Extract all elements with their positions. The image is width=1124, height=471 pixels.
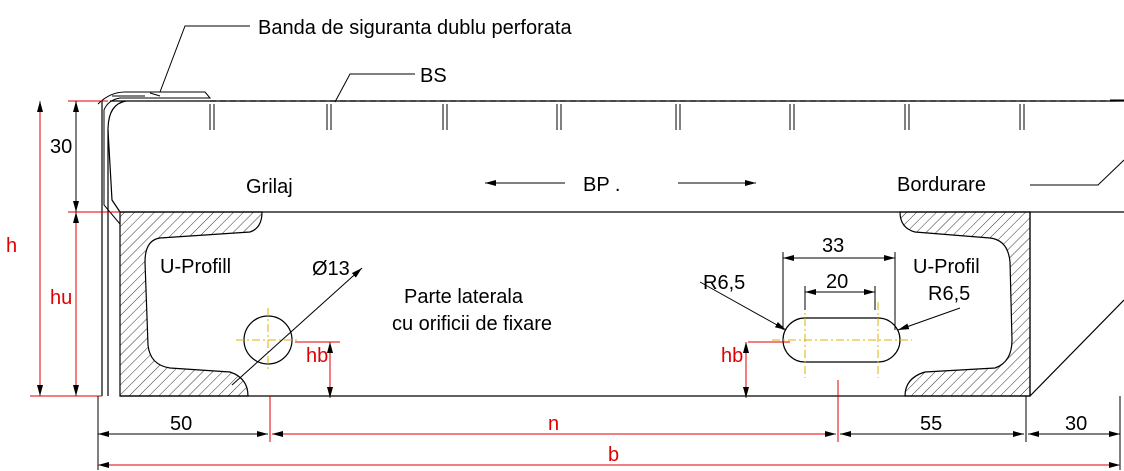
dim-30-top: 30 [50, 136, 72, 158]
dim-33: 33 [822, 235, 844, 257]
round-hole [231, 267, 363, 386]
label-banda: Banda de siguranta dublu perforata [258, 17, 572, 39]
u-profile-right [899, 211, 1031, 397]
safety-strip [97, 91, 212, 225]
label-bp: BP . [583, 174, 620, 196]
dim-horizontal-bottom [97, 380, 1121, 470]
grating-frame [101, 100, 1124, 397]
label-parte-laterala: Parte laterala [404, 286, 524, 308]
dim-hu: hu [50, 287, 72, 309]
label-uprofil-left: U-Profill [160, 256, 231, 278]
dim-hb-right: hb [721, 345, 743, 367]
dim-diam13: Ø13 [312, 258, 350, 280]
label-bordurare: Bordurare [897, 174, 986, 196]
dim-b: b [608, 444, 619, 466]
dim-20: 20 [826, 271, 848, 293]
u-profile-left [119, 211, 263, 397]
dim-h: h [6, 235, 17, 257]
dim-55: 55 [920, 413, 942, 435]
label-grilaj: Grilaj [246, 176, 293, 198]
dim-r65-right: R6,5 [928, 283, 970, 305]
label-uprofil-right: U-Profil [913, 256, 980, 278]
dim-30-bottom: 30 [1065, 413, 1087, 435]
dim-r65-left: R6,5 [703, 272, 745, 294]
bearing-bar-ticks [209, 99, 1124, 130]
dim-33-20 [782, 252, 896, 330]
leader-lines [159, 25, 1124, 186]
dim-hb-left: hb [306, 345, 328, 367]
slotted-hole [699, 281, 961, 378]
dim-50: 50 [170, 413, 192, 435]
dim-n: n [548, 413, 559, 435]
dim-vertical-left [30, 100, 120, 397]
label-bs: BS [420, 65, 447, 87]
label-orificii: cu orificii de fixare [392, 313, 552, 335]
drawing-labels: Banda de siguranta dublu perforata BS Gr… [6, 17, 1087, 466]
dim-hb [295, 341, 790, 398]
